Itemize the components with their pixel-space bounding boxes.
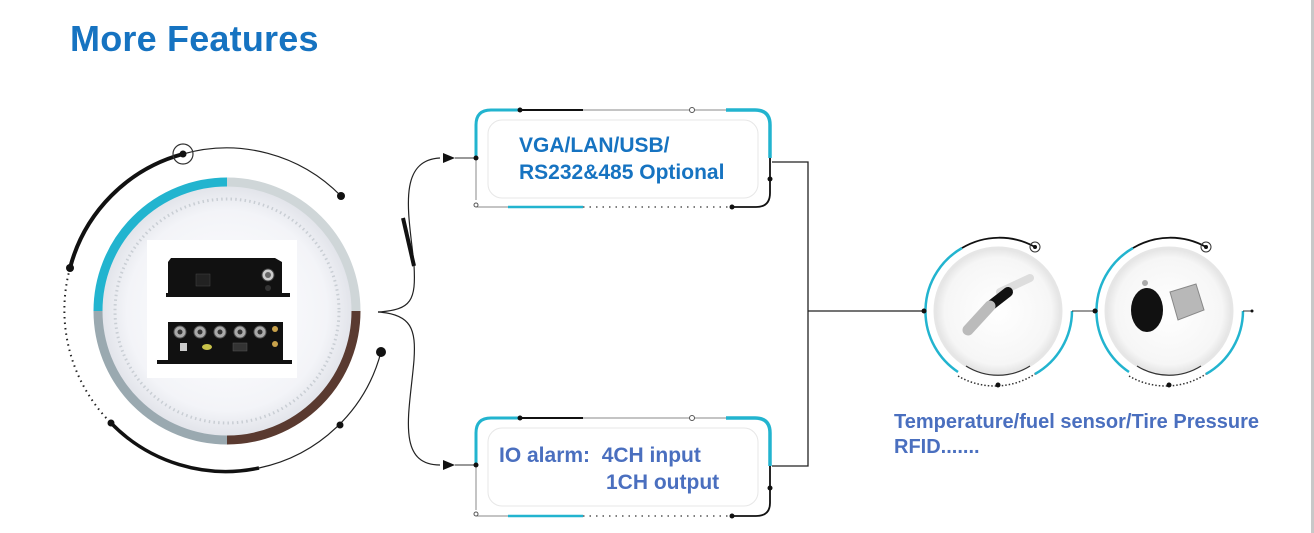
node-dot [336,421,344,429]
outer-arc-bottom-thin [258,351,382,469]
node-dot [376,347,386,357]
feature-box-io-alarm-frame [473,415,773,519]
feature-io-alarm-line1: IO alarm: 4CH input [499,444,701,467]
node-dot [179,150,187,158]
ring-segment-brown [226,310,361,445]
feature-video-io-line1: VGA/LAN/USB/ [519,134,670,157]
dvr-front-panel [166,258,290,297]
temperature-probe-image [962,274,1034,336]
sensor-caption: Temperature/fuel sensor/Tire Pressure RF… [894,410,1259,460]
ring-segment-lightgrey [226,177,361,312]
right-edge-divider [1311,0,1314,533]
outer-arc-bottom-thick [109,421,260,474]
sensor-circle-temperature [921,236,1098,388]
dvr-product-image [147,240,297,378]
outer-arc-thin [182,147,342,197]
page-title: More Features [70,18,319,59]
node-dot [107,419,115,427]
fuel-sensor-kit-image [1131,280,1205,332]
sensor-circle-fuel [1092,236,1254,388]
feature-io-alarm-text: IO alarm: 4CH input 1CH output [499,442,719,496]
ring-segment-grey [93,310,228,445]
inner-dotted-ring [113,197,341,425]
sensor-caption-line1: Temperature/fuel sensor/Tire Pressure [894,411,1259,433]
node-dot [337,192,345,200]
sensor-connector [772,161,925,467]
sensor-caption-line2: RFID....... [894,436,980,458]
feature-io-alarm-line2: 1CH output [606,471,720,494]
brace-connector [377,153,474,470]
feature-video-io-text: VGA/LAN/USB/ RS232&485 Optional [519,132,724,186]
node-ring [172,143,194,165]
node-dot [66,264,74,272]
outer-arc-thick [68,152,184,269]
outer-arc-dotted [63,267,112,424]
ring-segment-cyan [93,177,228,312]
arrowhead-icon [443,460,455,470]
arrowhead-icon [443,153,455,163]
feature-video-io-line2: RS232&485 Optional [519,161,725,184]
feature-box-video-io-frame [473,107,773,210]
